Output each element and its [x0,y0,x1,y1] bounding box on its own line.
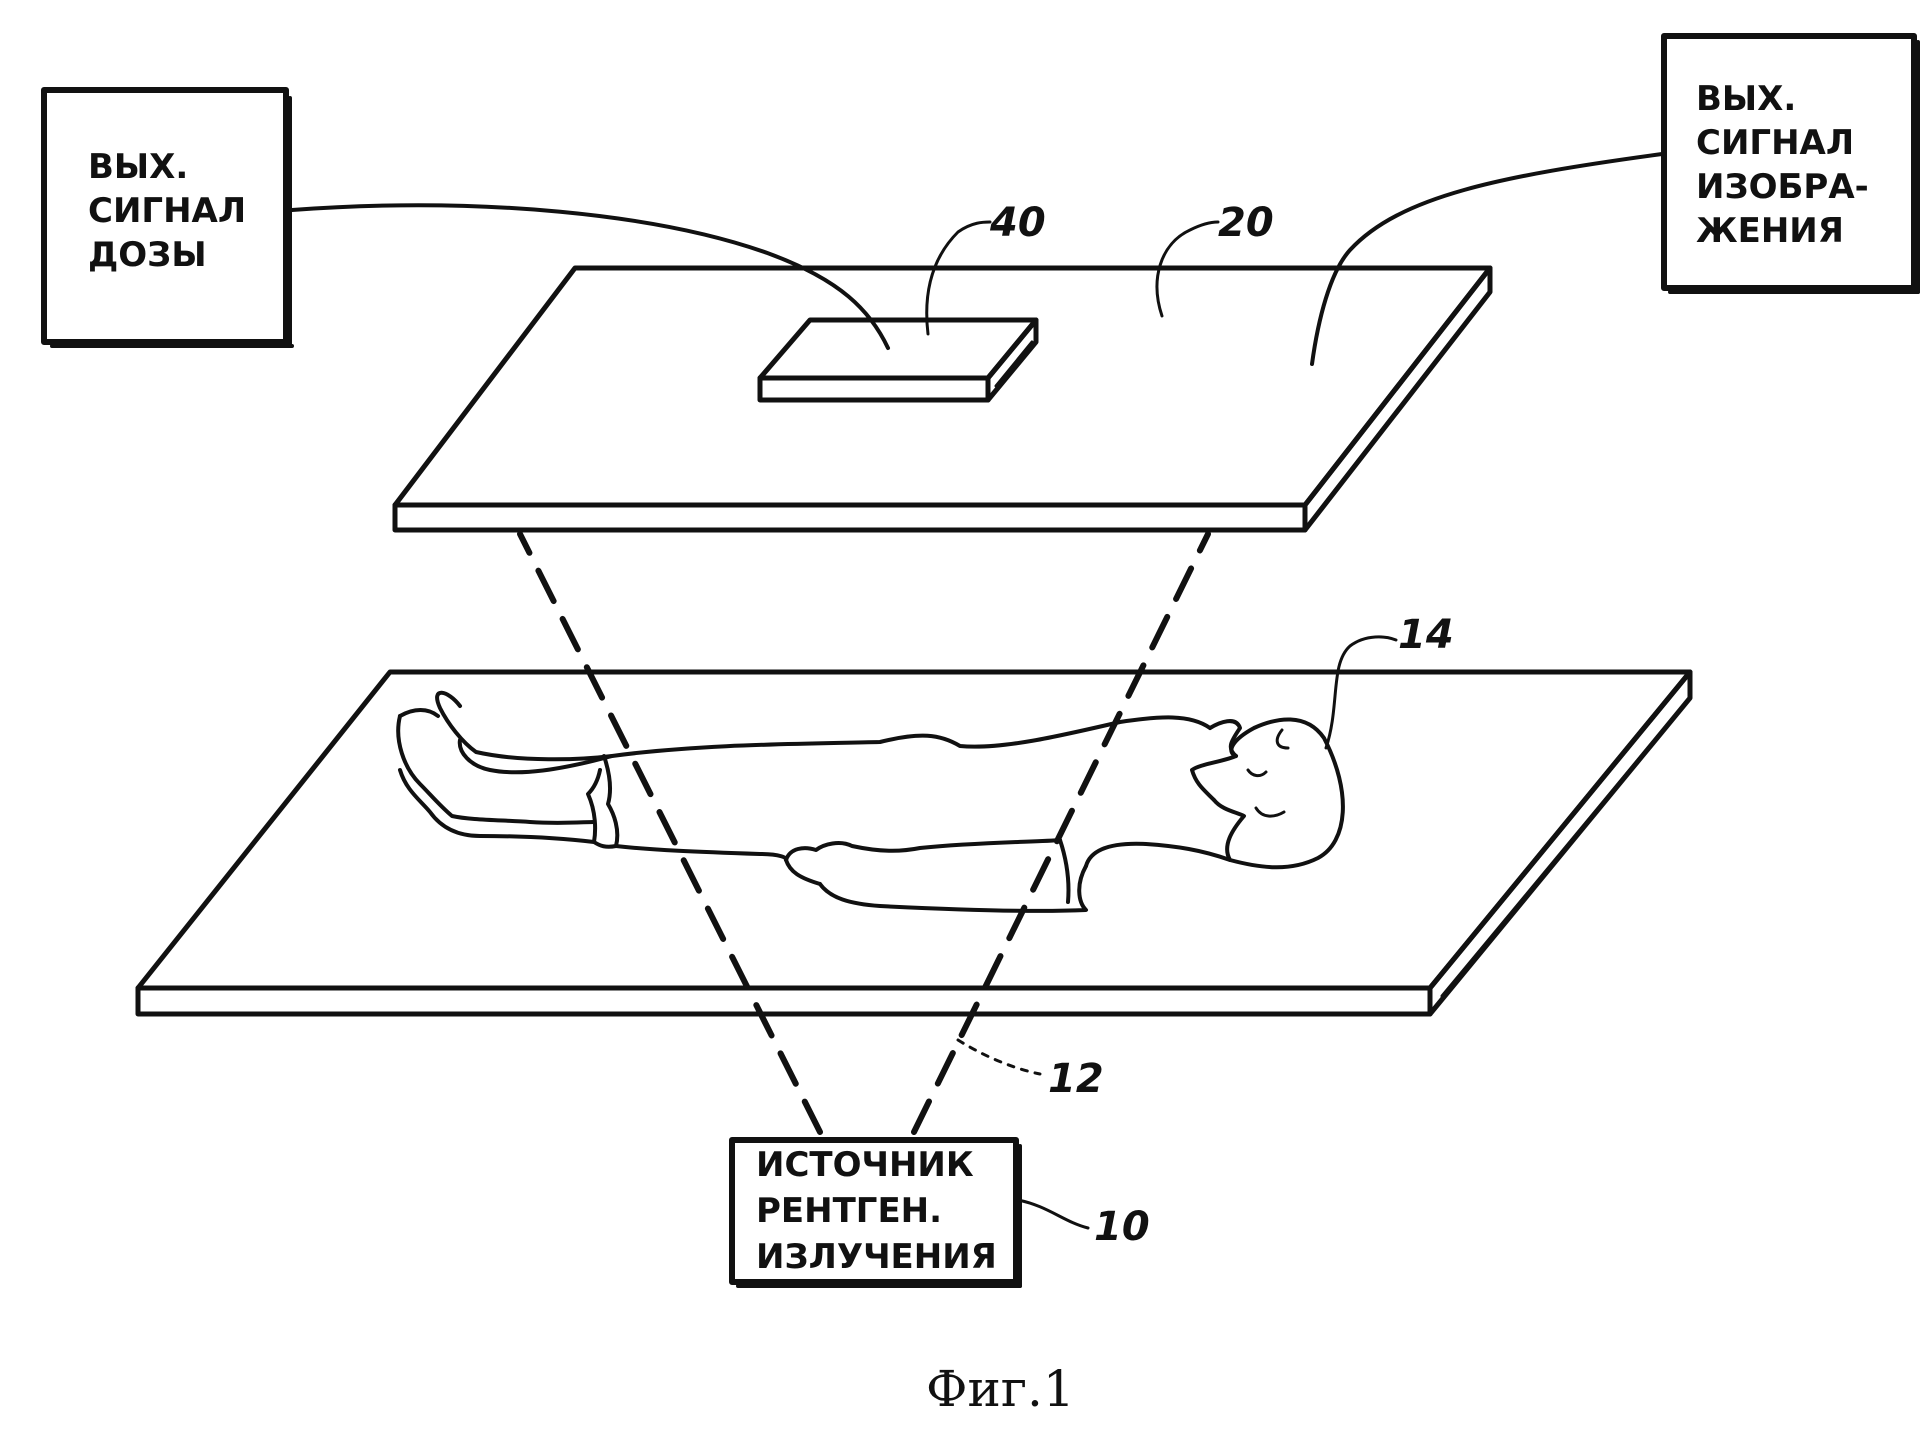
xray-source-box: ИСТОЧНИК РЕНТГЕН. ИЗЛУЧЕНИЯ [732,1140,1020,1286]
dose-output-line-3: ДОЗЫ [88,235,207,275]
label-dose-sensor: 40 [989,200,1046,246]
image-output-line-3: ИЗОБРА- [1696,167,1869,207]
xray-source-line-1: ИСТОЧНИК [756,1145,974,1185]
image-output-box: ВЫХ. СИГНАЛ ИЗОБРА- ЖЕНИЯ [1664,36,1918,292]
label-source: 10 [1094,1204,1150,1250]
image-output-line-1: ВЫХ. [1696,79,1796,119]
dose-output-box: ВЫХ. СИГНАЛ ДОЗЫ [44,90,292,346]
patient-table [138,672,1690,1014]
xray-source-line-2: РЕНТГЕН. [756,1191,942,1231]
figure-caption: Фиг.1 [926,1360,1075,1418]
label-beam: 12 [1048,1056,1104,1102]
image-output-line-2: СИГНАЛ [1696,123,1854,163]
label-patient: 14 [1398,612,1454,658]
dose-output-line-2: СИГНАЛ [88,191,246,231]
reference-leaders [927,222,1396,1228]
dose-output-line-1: ВЫХ. [88,147,188,187]
label-detector-plate: 20 [1218,200,1274,246]
dose-sensor [760,320,1036,400]
image-output-line-4: ЖЕНИЯ [1696,211,1844,251]
patient-outline [398,693,1343,911]
xray-source-line-3: ИЗЛУЧЕНИЯ [756,1237,997,1277]
xray-beam [520,534,1208,1132]
